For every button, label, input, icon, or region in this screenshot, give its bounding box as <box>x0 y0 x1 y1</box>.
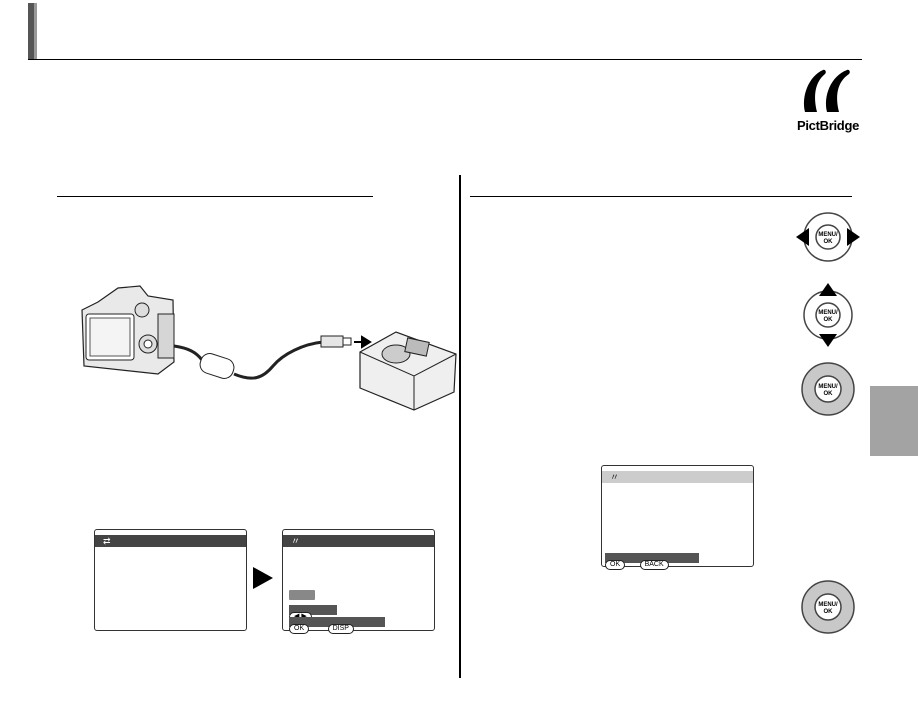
pictbridge-icon: 〃 <box>610 472 620 482</box>
ok-pill: OK <box>289 624 310 634</box>
usb-icon: ⇄ <box>103 536 111 546</box>
usb-connection-screen: ⇄ <box>94 529 247 631</box>
svg-text:MENU/: MENU/ <box>818 602 838 608</box>
screen-header: ⇄ <box>95 535 246 547</box>
back-pill: BACK <box>639 560 669 570</box>
screen-header: 〃 <box>283 535 434 547</box>
next-arrow-icon <box>253 567 273 589</box>
left-section-rule <box>57 196 373 197</box>
header-accent-bar <box>28 3 34 60</box>
header-rule <box>28 59 862 60</box>
controller-left-right-icon: MENU/ OK <box>795 207 861 267</box>
camera-printer-connection-illustration <box>78 282 458 412</box>
arrows-guide-bar: ◀ ▶ <box>289 605 337 622</box>
controller-press-ok-icon: MENU/ OK <box>800 579 856 635</box>
pictbridge-logo-icon <box>795 66 859 136</box>
svg-text:OK: OK <box>824 317 834 323</box>
button-guide-bar: OK BACK <box>605 553 699 570</box>
column-divider <box>459 175 461 678</box>
controller-press-ok-icon: MENU/ OK <box>800 361 856 417</box>
disp-pill: DISP <box>327 624 354 634</box>
pictbridge-icon: 〃 <box>291 536 301 546</box>
svg-text:OK: OK <box>824 609 834 615</box>
screen-header: 〃 <box>602 471 753 483</box>
pictbridge-logo-text: PictBridge <box>797 118 860 133</box>
pictbridge-print-screen: 〃 ◀ ▶ OK DISP <box>282 529 435 634</box>
svg-text:MENU/: MENU/ <box>818 384 838 390</box>
right-section-rule <box>470 196 852 197</box>
svg-text:OK: OK <box>824 391 834 397</box>
ok-pill: OK <box>605 560 626 570</box>
chapter-tab <box>870 386 918 456</box>
print-confirm-screen: 〃 OK BACK <box>601 465 754 570</box>
controller-up-down-icon: MENU/ OK <box>798 282 858 348</box>
svg-text:MENU/: MENU/ <box>818 232 838 238</box>
print-count-box <box>289 590 315 600</box>
header-accent-bar-light <box>34 3 37 60</box>
svg-text:MENU/: MENU/ <box>818 310 838 316</box>
button-guide-bar: OK DISP <box>289 617 385 634</box>
svg-text:OK: OK <box>824 239 834 245</box>
